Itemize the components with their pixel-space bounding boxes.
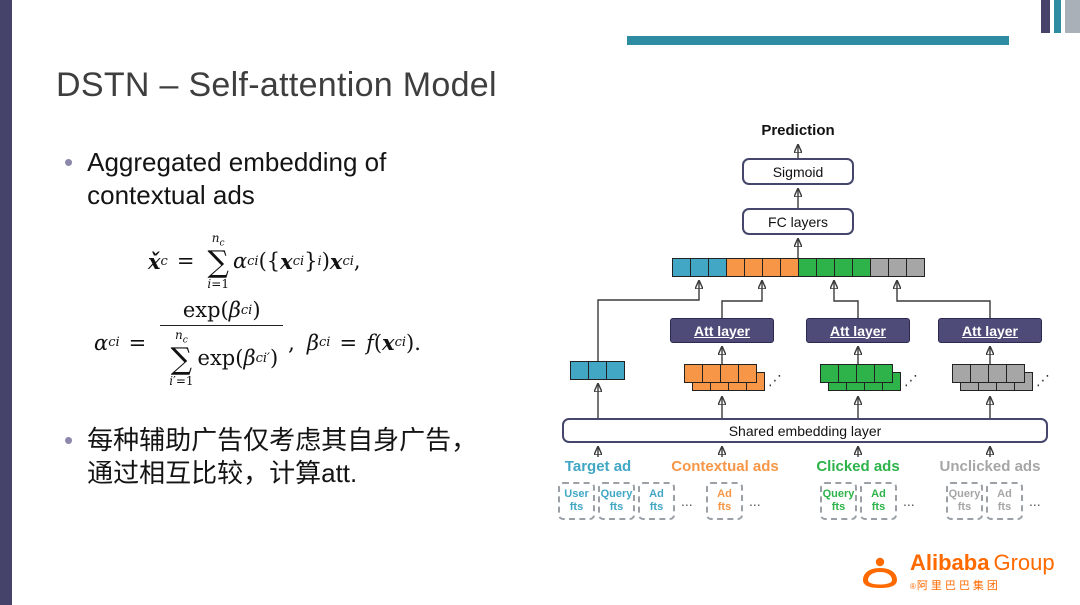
fc-layers-box: FC layers — [742, 208, 854, 235]
embedding-cell — [834, 258, 853, 277]
more-rows-dots: ⋰ — [1036, 372, 1050, 388]
embedding-cell — [870, 258, 889, 277]
embedding-row — [820, 364, 893, 383]
bullet-dot: • — [64, 147, 74, 177]
embedding-cell — [888, 258, 907, 277]
embedding-cell — [684, 364, 703, 383]
bullet-attention-note: • 每种辅助广告仅考虑其自身广告， 通过相互比较，计算att. — [64, 424, 477, 491]
embedding-row — [570, 361, 625, 380]
embedding-cell — [588, 361, 607, 380]
embedding-cell — [816, 258, 835, 277]
unclicked-ads-label: Unclicked ads — [939, 458, 1041, 475]
embedding-cell — [838, 364, 857, 383]
bullet-line: Aggregated embedding of — [87, 147, 387, 177]
att-layer-box-clicked: Att layer — [806, 318, 910, 343]
embedding-cell — [570, 361, 589, 380]
prediction-label: Prediction — [761, 122, 835, 139]
more-features-dots: ... — [903, 493, 915, 509]
more-features-dots: ... — [749, 493, 761, 509]
corner-stripe-slate — [1041, 0, 1050, 33]
embedding-cell — [906, 258, 925, 277]
embedding-cell — [798, 258, 817, 277]
embedding-cell — [762, 258, 781, 277]
embedding-cell — [708, 258, 727, 277]
embedding-cell — [780, 258, 799, 277]
att-layer-box-contextual: Att layer — [670, 318, 774, 343]
registered-mark: ® — [910, 582, 916, 591]
contextual-ads-label: Contextual ads — [671, 458, 779, 475]
target-embedding-cells — [570, 361, 636, 383]
embedding-cell — [672, 258, 691, 277]
embedding-cell — [738, 364, 757, 383]
shared-embedding-layer-box: Shared embedding layer — [562, 418, 1048, 443]
bullet-aggregated-embedding: • Aggregated embedding of contextual ads — [64, 146, 386, 213]
embedding-cell — [988, 364, 1007, 383]
embedding-row — [684, 364, 757, 383]
more-features-dots: ... — [681, 493, 693, 509]
alibaba-logo-mark — [863, 557, 897, 588]
embedding-row — [952, 364, 1025, 383]
alibaba-chinese-name: 阿里巴巴集团 — [916, 580, 1001, 592]
embedding-cell — [720, 364, 739, 383]
alibaba-brand-name: Alibaba — [910, 550, 990, 575]
embedding-cell — [702, 364, 721, 383]
contextual-embedding-cells: ⋰ — [684, 364, 782, 394]
unclicked-embedding-cells: ⋰ — [952, 364, 1050, 394]
alibaba-brand-suffix: Group — [993, 550, 1055, 575]
alibaba-logo-chinese: ®阿里巴巴集团 — [910, 577, 1055, 593]
clicked-ads-label: Clicked ads — [816, 458, 900, 475]
bullet-line: contextual ads — [87, 180, 255, 211]
slide-title: DSTN – Self-attention Model — [56, 66, 497, 104]
top-accent-bar — [627, 36, 1009, 45]
more-rows-dots: ⋰ — [904, 372, 918, 388]
att-layer-box-unclicked: Att layer — [938, 318, 1042, 343]
left-accent-bar — [0, 0, 12, 605]
sigmoid-box: Sigmoid — [742, 158, 854, 185]
embedding-cell — [874, 364, 893, 383]
embedding-cell — [606, 361, 625, 380]
corner-stripe-teal — [1054, 0, 1061, 33]
embedding-cell — [970, 364, 989, 383]
bullet-line: 通过相互比较，计算att. — [87, 458, 358, 489]
embedding-cell — [690, 258, 709, 277]
embedding-cell — [726, 258, 745, 277]
bullet-line: 每种辅助广告仅考虑其自身广告， — [87, 425, 478, 455]
clicked-embedding-cells: ⋰ — [820, 364, 918, 394]
embedding-cell — [952, 364, 971, 383]
target-ad-label: Target ad — [564, 458, 632, 475]
bullet-dot: • — [64, 425, 74, 455]
embedding-cell — [820, 364, 839, 383]
more-rows-dots: ⋰ — [768, 372, 782, 388]
corner-stripe-gray — [1065, 0, 1080, 33]
embedding-cell — [1006, 364, 1025, 383]
embedding-cell — [856, 364, 875, 383]
concat-bar — [672, 258, 925, 277]
embedding-cell — [852, 258, 871, 277]
embedding-cell — [744, 258, 763, 277]
more-features-dots: ... — [1029, 493, 1041, 509]
